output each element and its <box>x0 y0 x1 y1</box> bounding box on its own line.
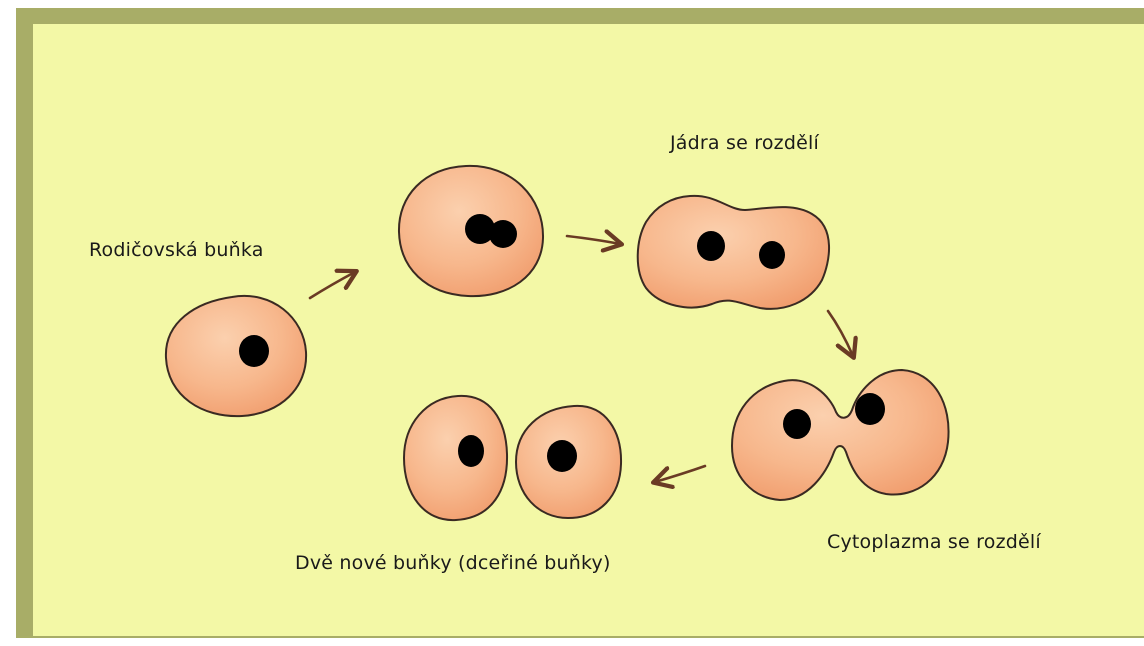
nucleus-left <box>697 231 725 261</box>
parent-cell-body <box>166 296 306 416</box>
label-nuclei-divide: Jádra se rozdělí <box>670 132 819 154</box>
cytokinesis-cell-body <box>732 370 949 500</box>
nuclei-divided-cell-body <box>638 196 829 309</box>
label-daughter-cells: Dvě nové buňky (dceřiné buňky) <box>295 552 611 574</box>
arrow-cytokinesis-to-daughters <box>655 466 705 482</box>
nucleus-right-lobe <box>489 220 517 248</box>
nucleus-right <box>759 241 785 269</box>
cytokinesis-cell <box>732 370 949 500</box>
cytokinesis-nucleus-right <box>855 393 885 425</box>
label-cytoplasm-divides: Cytoplazma se rozdělí <box>827 531 1041 553</box>
label-parent-cell: Rodičovská buňka <box>89 239 264 261</box>
replicating-cell <box>399 166 543 296</box>
daughter-cells <box>404 396 621 520</box>
arrow-parent-to-replicating <box>310 272 355 298</box>
daughter-cell-right-nucleus <box>547 440 577 472</box>
parent-cell <box>166 296 306 416</box>
daughter-cell-left-nucleus <box>458 435 484 467</box>
nuclei-divided-cell <box>638 196 829 309</box>
daughter-cell-left <box>404 396 507 520</box>
parent-cell-nucleus <box>239 335 269 367</box>
arrow-replicating-to-divided <box>567 236 620 244</box>
arrow-divided-to-cytokinesis <box>828 311 853 356</box>
cytokinesis-nucleus-left <box>783 409 811 439</box>
